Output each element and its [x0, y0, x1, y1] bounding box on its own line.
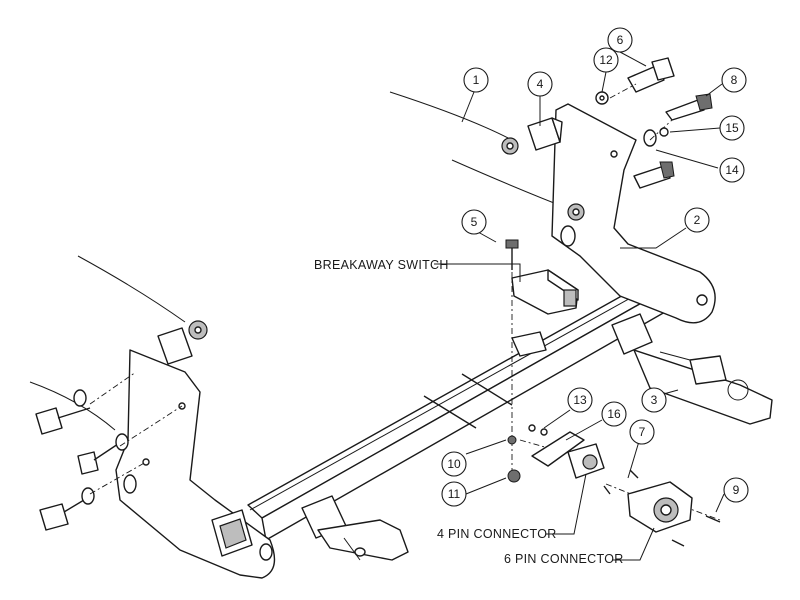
callout-8: 8 — [721, 67, 747, 93]
label-breakaway-switch: BREAKAWAY SWITCH — [314, 258, 449, 272]
svg-text:8: 8 — [731, 73, 738, 87]
callout-5: 5 — [461, 209, 487, 235]
callout-2: 2 — [684, 207, 710, 233]
callout-4: 4 — [527, 71, 553, 97]
svg-text:9: 9 — [733, 483, 740, 497]
receiver-tube — [211, 509, 253, 557]
callout-13: 13 — [567, 387, 593, 413]
svg-text:12: 12 — [599, 53, 613, 67]
svg-text:4: 4 — [537, 77, 544, 91]
bolt-part-5 — [505, 239, 519, 270]
callout-7: 7 — [629, 419, 655, 445]
callout-15: 15 — [719, 115, 745, 141]
right-hardware — [595, 57, 713, 189]
left-arm-adapter — [301, 495, 409, 561]
callout-11: 11 — [441, 481, 467, 507]
svg-text:1: 1 — [473, 73, 480, 87]
safety-rods — [423, 373, 513, 429]
svg-text:3: 3 — [651, 393, 658, 407]
svg-text:10: 10 — [447, 457, 461, 471]
six-pin-connector — [627, 481, 721, 547]
label-6-pin-connector: 6 PIN CONNECTOR — [504, 552, 624, 566]
svg-text:2: 2 — [694, 213, 701, 227]
four-pin-connector — [507, 424, 639, 495]
svg-text:16: 16 — [607, 407, 621, 421]
left-hardware — [35, 389, 129, 531]
svg-text:15: 15 — [725, 121, 739, 135]
callout-9: 9 — [723, 477, 749, 503]
svg-text:5: 5 — [471, 215, 478, 229]
svg-text:6: 6 — [617, 33, 624, 47]
right-bracket — [551, 103, 716, 324]
svg-text:11: 11 — [448, 487, 461, 501]
callout-10: 10 — [441, 451, 467, 477]
breakaway-switch — [511, 269, 579, 357]
callout-12: 12 — [593, 47, 619, 73]
callout-16: 16 — [601, 401, 627, 427]
assembly-lines — [89, 83, 721, 521]
spacer-blocks-part-4 — [157, 117, 585, 365]
svg-text:7: 7 — [639, 425, 646, 439]
svg-text:14: 14 — [725, 163, 739, 177]
right-arm-adapter-part-3 — [611, 313, 773, 425]
callout-6: 6 — [607, 27, 633, 53]
callout-3: 3 — [641, 387, 667, 413]
svg-text:13: 13 — [573, 393, 587, 407]
callout-14: 14 — [719, 157, 745, 183]
label-4-pin-connector: 4 PIN CONNECTOR — [437, 527, 557, 541]
callout-1: 1 — [463, 67, 489, 93]
